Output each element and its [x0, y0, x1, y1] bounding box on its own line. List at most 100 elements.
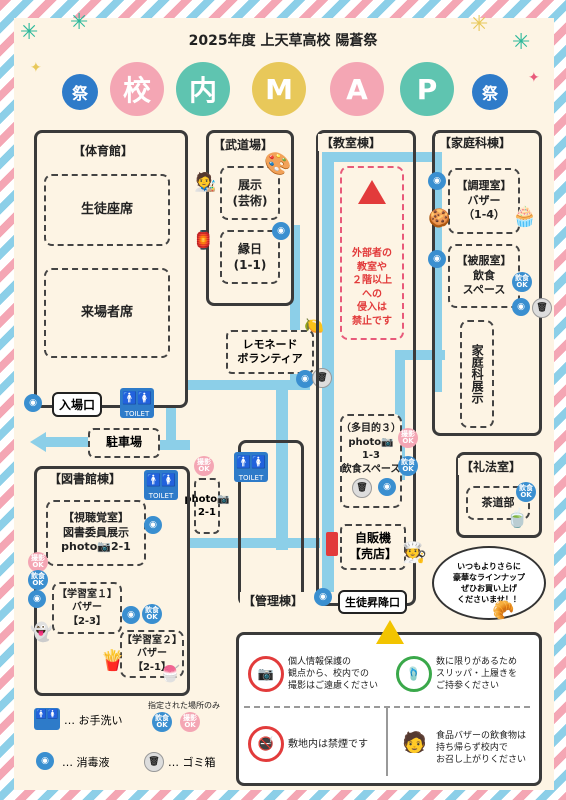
toilet-figure: 🚹🚺: [146, 473, 176, 487]
photo-ok-icon: 撮影 OK: [180, 712, 200, 732]
corridor: [322, 152, 432, 162]
star-icon: ✦: [30, 60, 42, 76]
stall-icon: 🏮: [192, 230, 215, 251]
lemonade-volunteer: レモネード ボランティア: [226, 330, 314, 374]
eat-ok-icon: 飲食 OK: [142, 604, 162, 624]
legend-note: 指定された場所のみ: [148, 701, 220, 710]
art-exhibit: 展示 (芸術): [220, 166, 280, 220]
arrow-shaft: [46, 437, 88, 447]
photo-2-1: photo📷 2-1: [184, 478, 230, 534]
corridor: [276, 380, 288, 550]
legend-toilet: … お手洗い: [64, 714, 123, 727]
privacy-notice: 個人情報保護の 観点から、校内での 撮影はご遠慮ください: [288, 657, 379, 692]
study-room-2: 【学習室２】 バザー 【2-1】: [120, 630, 184, 678]
food-notice: 食品バザーの飲食物は 持ち帰らず校内で お召し上がりください: [436, 731, 527, 766]
disinfectant-icon: ◉: [428, 250, 446, 268]
manners-label: 【礼法室】: [458, 458, 525, 475]
ennichi-1-1: 縁日 (1-1): [220, 230, 280, 284]
title-char: M: [265, 72, 293, 106]
fries-icon: 🍟: [100, 648, 125, 672]
title-char: P: [416, 72, 438, 106]
uchiwa-fan-icon: 祭: [472, 74, 508, 110]
trash-icon: 🗑: [144, 752, 164, 772]
eat-ok-text: 飲食 OK: [401, 458, 415, 473]
disinfectant-icon: ◉: [428, 172, 446, 190]
toilet-figure: 🚹🚺: [35, 710, 59, 720]
av-room: 【視聴覚室】 図書委員展示 photo📷2-1: [46, 500, 146, 566]
firework-icon: ✳: [470, 12, 489, 37]
caution-icon: [376, 620, 404, 644]
ghost-icon: 👻: [30, 622, 53, 643]
toilet-icon: 🚹🚺 TOILET: [120, 388, 154, 418]
eat-ok-text: 飲食 OK: [145, 606, 159, 621]
toilet-icon: 🚹🚺 TOILET: [234, 452, 268, 482]
trash-icon: 🗑: [352, 478, 372, 498]
legend-disinfect: … 消毒液: [62, 756, 110, 769]
gym-label: 【体育館】: [70, 142, 137, 159]
snack-icon: 🥐: [492, 600, 515, 621]
photo-ok-text: 撮影 OK: [183, 714, 197, 729]
eat-ok-icon: 飲食 OK: [398, 456, 418, 476]
photo-ok-icon: 撮影 OK: [194, 456, 214, 476]
photo-ok-text: 撮影 OK: [197, 458, 211, 473]
uchiwa-fan-icon: 祭: [62, 74, 98, 110]
guest-seats: 来場者席: [44, 268, 170, 358]
study-room-1: 【学習室１】 バザー 【2-3】: [52, 582, 122, 634]
disinfectant-icon: ◉: [378, 478, 396, 496]
arrow-left-icon: [30, 432, 46, 452]
toilet-figure: 🚹🚺: [236, 455, 266, 469]
star-icon: ✦: [528, 70, 540, 86]
toilet-text: TOILET: [124, 410, 150, 418]
fan-char: 祭: [481, 84, 498, 103]
trash-icon: 🗑: [532, 298, 552, 318]
home-ec-building: [432, 130, 542, 436]
eat-ok-icon: 飲食 OK: [152, 712, 172, 732]
title-char: A: [346, 72, 368, 106]
corridor: [395, 350, 405, 480]
title-char: 内: [188, 74, 217, 107]
disinfectant-icon: ◉: [144, 516, 162, 534]
disinfectant-icon: ◉: [122, 606, 140, 624]
title-char: 校: [122, 74, 151, 107]
firework-icon: ✳: [512, 30, 531, 55]
eat-ok-text: 飲食 OK: [515, 274, 529, 289]
divider: [244, 706, 530, 708]
corridor: [165, 380, 310, 390]
matcha-icon: 🍵: [506, 508, 529, 529]
title-bubble: A: [330, 62, 384, 116]
vending-machine-icon: [326, 532, 338, 556]
title-bubble: M: [252, 62, 306, 116]
disinfectant-icon: ◉: [296, 370, 314, 388]
student-entrance: 生徒昇降口: [338, 590, 407, 614]
slippers-notice: 数に限りがあるため スリッパ・上履きを ご持参ください: [436, 657, 518, 692]
eat-ok-text: 飲食 OK: [31, 572, 45, 587]
cookie-icon: 🍪: [428, 208, 451, 229]
manners-building: [456, 452, 542, 538]
budojo-label: 【武道場】: [210, 136, 277, 153]
toilet-text: TOILET: [238, 474, 264, 482]
legend-trash: … ゴミ箱: [168, 756, 216, 769]
toilet-figure: 🚹🚺: [122, 391, 152, 405]
firework-icon: ✳: [70, 10, 89, 35]
eat-ok-text: 飲食 OK: [155, 714, 169, 729]
gym-entrance: 入場口: [52, 392, 103, 417]
eat-ok-text: 飲食 OK: [519, 484, 533, 499]
person-icon: 🧑‍🎨: [194, 172, 217, 193]
admin-label: 【管理棟】: [240, 592, 307, 609]
speech-bubble: いつもよりさらに 豪華なラインナップ ぜひお買い上げ くださいませ！！: [432, 546, 546, 620]
corridor: [395, 350, 445, 360]
corridor: [166, 390, 176, 450]
muffin-icon: 🧁: [512, 204, 537, 228]
photo-ok-icon: 撮影 OK: [398, 428, 418, 448]
photo-ok-text: 撮影 OK: [31, 554, 45, 569]
corridor: [190, 538, 320, 548]
library-label: 【図書館棟】: [46, 470, 125, 487]
toilet-icon: 🚹🚺TOILET: [144, 470, 178, 500]
eat-ok-icon: 飲食 OK: [512, 272, 532, 292]
vending-shop: 自販機 【売店】: [340, 524, 406, 570]
shopkeeper-icon: 🧑‍🍳: [402, 540, 427, 564]
home-ec-label: 【家庭科棟】: [436, 134, 515, 151]
parking-label: 駐車場: [88, 428, 160, 458]
disinfectant-icon: ◉: [24, 394, 42, 412]
